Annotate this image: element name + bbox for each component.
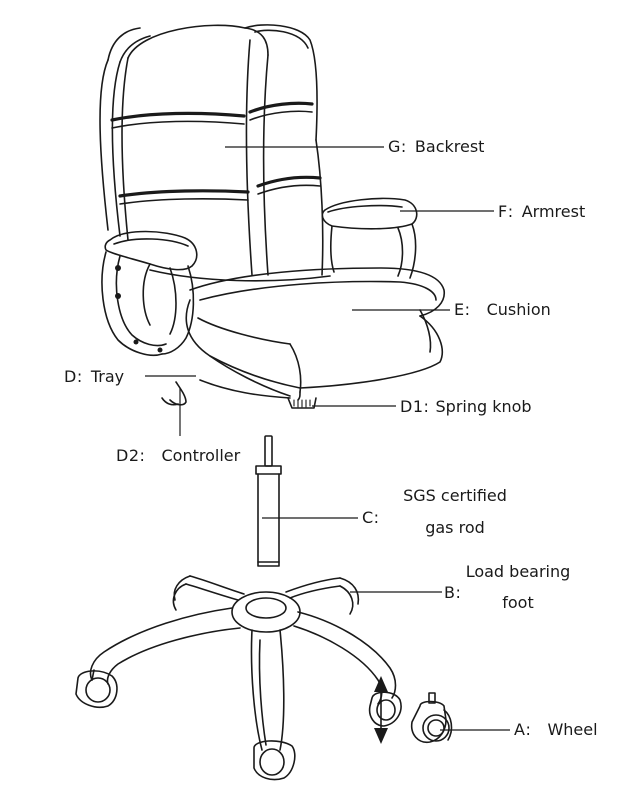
label-tray-sep: : <box>76 367 83 386</box>
label-controller-sep: : <box>139 446 145 465</box>
label-wheel-text: Wheel <box>547 720 598 739</box>
tray-mechanism-drawing <box>161 379 317 409</box>
left-armrest-drawing <box>101 230 198 356</box>
backrest-drawing <box>99 24 331 282</box>
label-tray-text: Tray <box>90 367 125 386</box>
label-backrest-code: G <box>388 137 401 156</box>
label-armrest-sep: : <box>507 202 514 221</box>
label-backrest-sep: : <box>400 137 407 156</box>
gas-rod-drawing <box>255 435 282 567</box>
label-cushion: E: Cushion <box>454 302 551 318</box>
label-tray-code: D <box>64 367 77 386</box>
label-wheel-sep: : <box>525 720 531 739</box>
label-cushion-text: Cushion <box>486 300 551 319</box>
label-armrest: F: Armrest <box>498 204 585 220</box>
label-spring-knob-sep: : <box>423 397 429 416</box>
label-controller: D2: Controller <box>116 448 240 464</box>
label-cushion-sep: : <box>464 300 470 319</box>
label-spring-knob-text: Spring knob <box>435 397 532 416</box>
label-backrest: G: Backrest <box>388 139 484 155</box>
leader-lines <box>145 146 510 731</box>
seat-cushion-drawing <box>185 267 445 401</box>
label-foot-sep: : <box>455 583 461 602</box>
casters-drawing <box>75 669 453 781</box>
label-foot-line1: Load bearing <box>465 562 571 581</box>
label-wheel: A: Wheel <box>514 722 598 738</box>
label-gas-rod-line1: SGS certified <box>403 486 507 505</box>
label-armrest-text: Armrest <box>521 202 586 221</box>
label-wheel-code: A <box>514 720 526 739</box>
right-armrest-drawing <box>321 197 418 279</box>
label-gas-rod-sep: : <box>373 508 380 527</box>
label-gas-rod-line2: gas rod <box>425 518 485 537</box>
label-foot-line2: foot <box>502 593 534 612</box>
label-spring-knob: D1: Spring knob <box>400 399 532 415</box>
label-spring-knob-code: D1 <box>400 397 424 416</box>
label-controller-code: D2 <box>116 446 140 465</box>
height-adjust-arrow <box>374 676 388 744</box>
label-backrest-text: Backrest <box>414 137 485 156</box>
label-foot-code: B: <box>444 585 461 601</box>
label-cushion-code: E <box>454 300 465 319</box>
label-armrest-code: F <box>498 202 508 221</box>
star-base-drawing <box>89 575 397 751</box>
label-controller-text: Controller <box>161 446 241 465</box>
label-gas-rod-code: C: <box>362 510 379 526</box>
label-foot-code-letter: B <box>444 583 456 602</box>
label-gas-rod-code-letter: C <box>362 508 374 527</box>
label-tray: D: Tray <box>64 369 124 385</box>
